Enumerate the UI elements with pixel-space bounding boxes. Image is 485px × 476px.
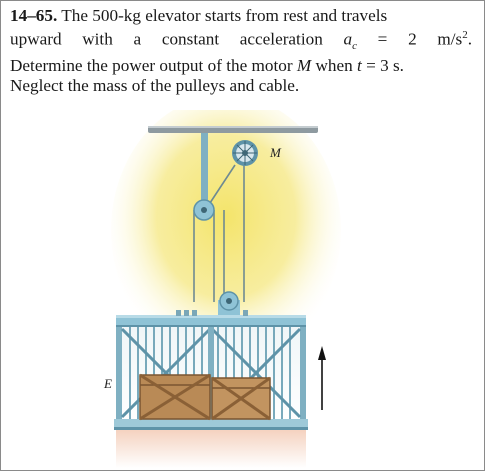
acceleration-symbol: a bbox=[343, 29, 353, 49]
acceleration-subscript: c bbox=[352, 39, 357, 52]
crate-left bbox=[139, 373, 211, 421]
problem-text-3b: when bbox=[311, 56, 358, 76]
elevator-label: E bbox=[104, 376, 112, 391]
floor-shadow bbox=[116, 430, 306, 468]
light-glow bbox=[111, 95, 341, 365]
problem-number: 14–65. bbox=[10, 6, 58, 25]
problem-line-2: upward with a constant acceleration ac =… bbox=[10, 26, 472, 57]
problem-text-3c: = 3 s. bbox=[361, 56, 404, 76]
elevator-illustration bbox=[111, 95, 341, 468]
crate-right bbox=[211, 376, 271, 421]
problem-text-2end: . bbox=[467, 29, 472, 49]
problem-text-2a: upward with a constant acceleration bbox=[10, 29, 344, 49]
unit-exponent: 2 bbox=[462, 28, 468, 41]
time-symbol: t bbox=[357, 56, 362, 76]
cable bbox=[193, 158, 245, 302]
problem-line-1: 14–65. The 500-kg elevator starts from r… bbox=[10, 6, 472, 26]
problem-line-4: Neglect the mass of the pulleys and cabl… bbox=[10, 75, 300, 95]
pulley-hanger bbox=[201, 133, 208, 203]
elevator-pulley bbox=[218, 291, 240, 316]
motor-symbol: M bbox=[296, 56, 312, 76]
acceleration-arrow bbox=[318, 346, 326, 410]
motor-pulley bbox=[232, 140, 258, 166]
problem-line-3: Determine the power output of the motor … bbox=[10, 56, 472, 76]
problem-statement: 14–65. The 500-kg elevator starts from r… bbox=[10, 6, 472, 95]
problem-text-1: The 500-kg elevator starts from rest and… bbox=[61, 6, 388, 25]
motor-label: M bbox=[270, 145, 281, 160]
fixed-pulley bbox=[193, 199, 215, 221]
problem-text-2b: = 2 m/s bbox=[356, 29, 463, 49]
elevator-figure: M E bbox=[0, 95, 485, 471]
problem-text-3a: Determine the power output of the motor bbox=[10, 56, 297, 76]
